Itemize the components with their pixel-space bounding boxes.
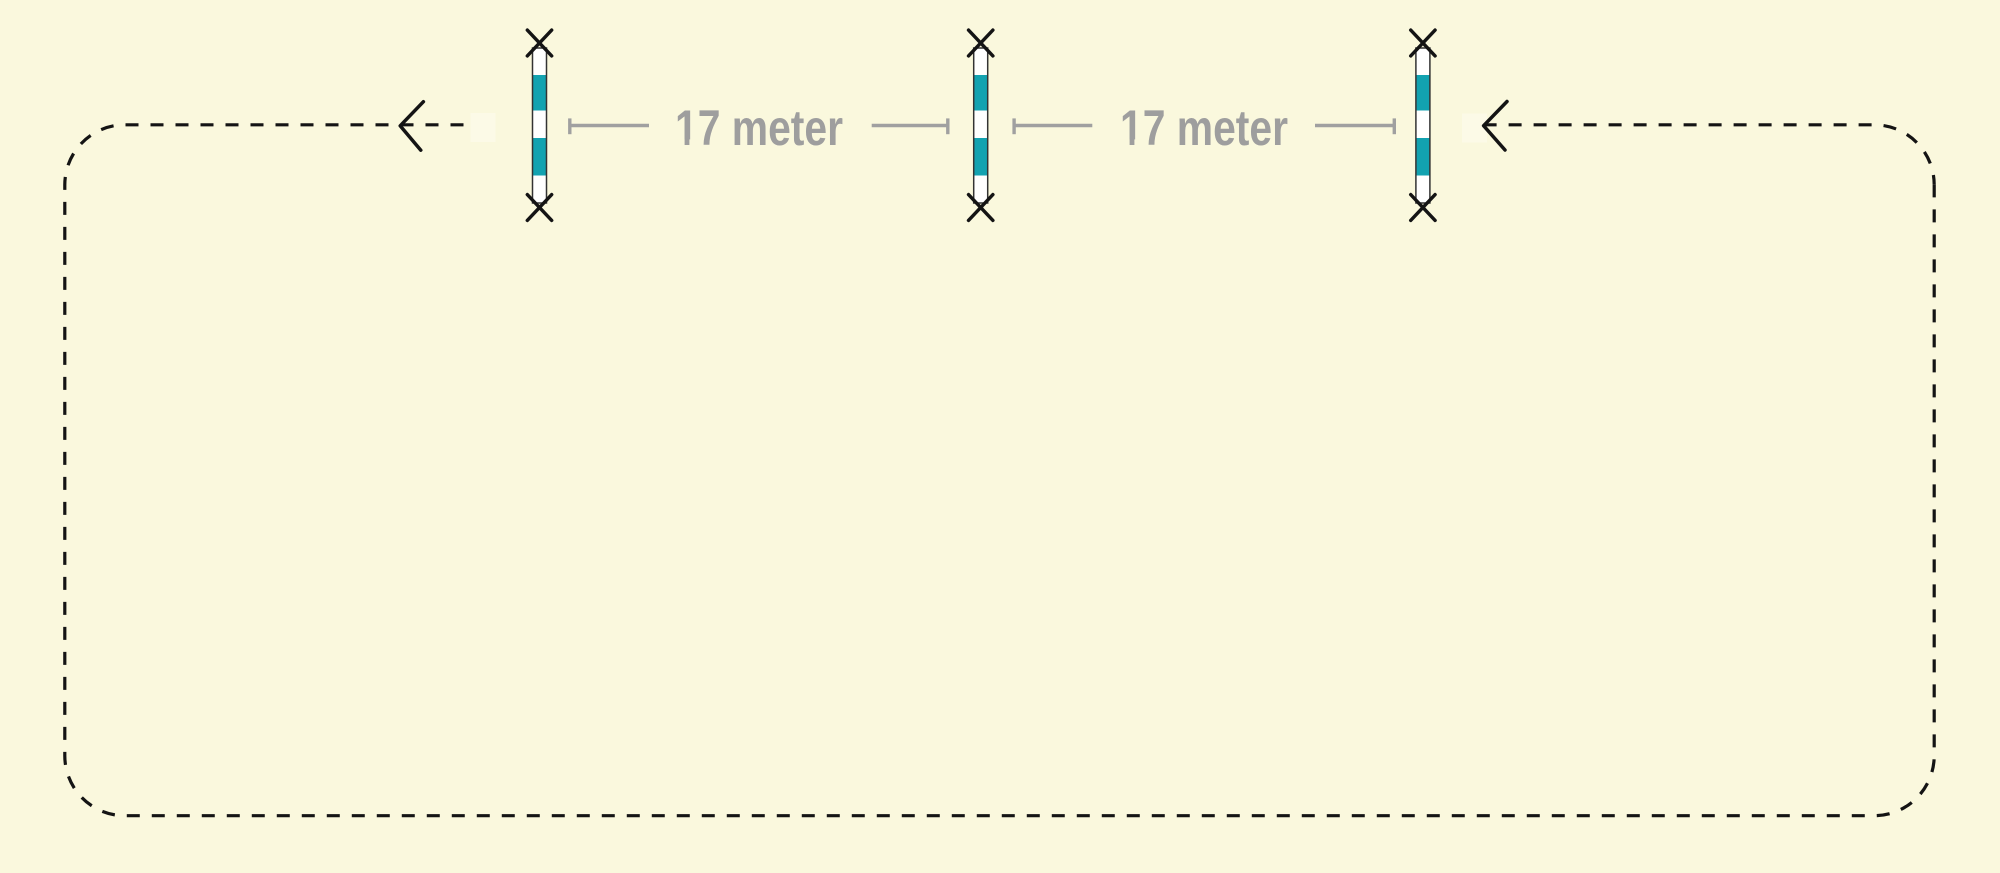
svg-text:17 meter: 17 meter <box>1120 100 1288 156</box>
svg-text:17 meter: 17 meter <box>675 100 843 156</box>
